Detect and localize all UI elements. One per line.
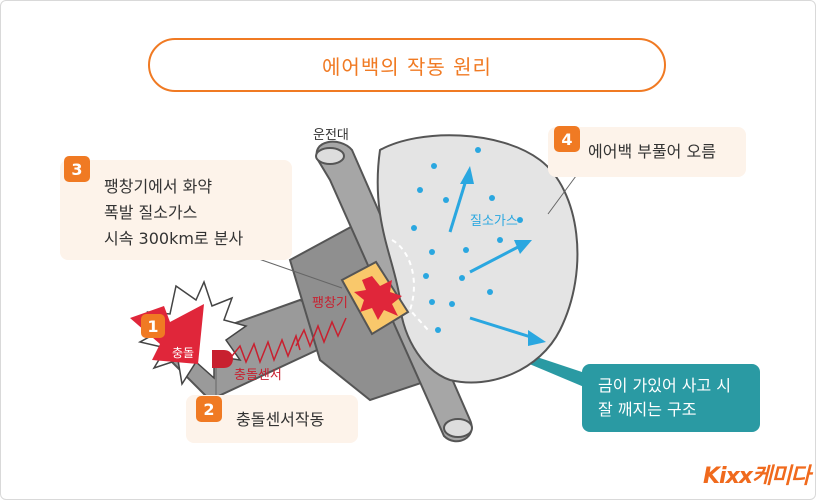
sensor-label: 충돌센서 <box>234 368 282 383</box>
crash-sensor <box>212 350 233 368</box>
gas-particles <box>411 147 523 333</box>
explosion-burst <box>354 276 402 320</box>
callout3-leader <box>255 257 343 289</box>
note-line-2: 잘 깨지는 구조 <box>598 400 697 419</box>
gas-arrows <box>448 166 546 346</box>
sensor-wire <box>231 333 301 365</box>
inflator-label: 팽창기 <box>312 296 348 311</box>
impact-label: 충돌 <box>172 346 195 360</box>
folded-airbag-outline <box>391 239 429 331</box>
steering-wheel-label: 운전대 <box>313 128 349 143</box>
step-3-line-2: 폭발 질소가스 <box>104 203 198 222</box>
structure-note: 금이 가있어 사고 시 잘 깨지는 구조 <box>582 364 760 432</box>
brand-logo: Kixx케미다 <box>703 464 811 489</box>
callout4-leader <box>547 175 577 215</box>
inflator-wire <box>295 317 347 349</box>
step-3-line-3: 시속 300km로 분사 <box>104 229 244 248</box>
step-3-badge: 3 <box>64 156 90 182</box>
page-title: 에어백의 작동 원리 <box>148 38 666 92</box>
step-3-line-1: 팽창기에서 화약 <box>104 177 213 196</box>
rim-top-end <box>315 147 345 165</box>
gas-label: 질소가스 <box>470 214 518 229</box>
rim-bottom-end <box>443 418 473 438</box>
note-line-1: 금이 가있어 사고 시 <box>598 376 732 395</box>
step-4-callout: 에어백 부풀어 오름 <box>548 127 746 177</box>
step-2-badge: 2 <box>196 396 222 422</box>
step-4-text: 에어백 부풀어 오름 <box>588 142 716 161</box>
step-1-badge: 1 <box>141 314 165 338</box>
step-3-callout: 팽창기에서 화약 폭발 질소가스 시속 300km로 분사 <box>60 160 292 260</box>
step-4-badge: 4 <box>554 126 580 152</box>
airbag <box>376 134 579 384</box>
step-2-text: 충돌센서작동 <box>236 410 325 429</box>
